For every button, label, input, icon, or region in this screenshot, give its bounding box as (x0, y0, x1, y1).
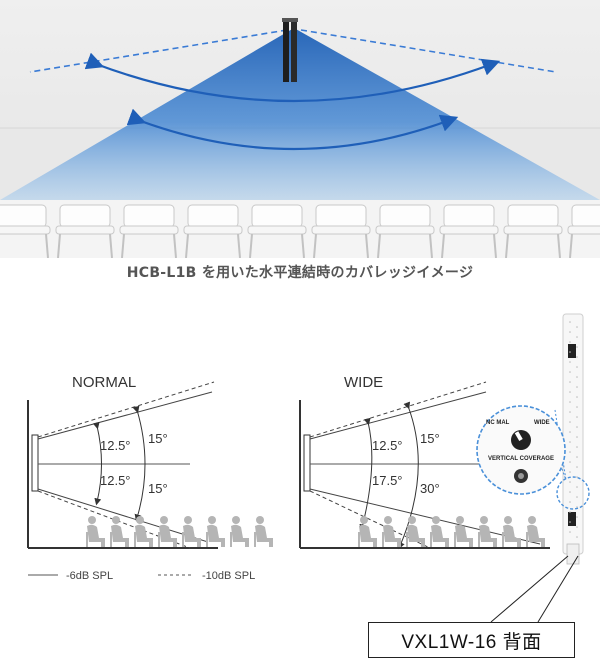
wide-title: WIDE (344, 374, 383, 391)
speaker-columns (282, 18, 298, 82)
audience-silhouettes-normal (86, 516, 273, 547)
switch-label-coverage: VERTICAL COVERAGE (488, 456, 554, 462)
chair (247, 204, 307, 258)
coverage-arc-lower (126, 108, 459, 151)
audience-person (230, 516, 249, 547)
audience-person (110, 516, 129, 547)
vertical-coverage-diagrams: NORMAL 12.5° 15° 12.5° 15° WIDE (27, 313, 590, 623)
normal-inner-upper-angle: 12.5° (100, 438, 131, 453)
model-leader-2 (537, 555, 579, 623)
audience-chairs (0, 204, 600, 258)
legend-solid-label: -6dB SPL (66, 570, 113, 582)
audience-person (430, 516, 449, 547)
audience-person (206, 516, 225, 547)
chair (119, 204, 179, 258)
normal-title: NORMAL (72, 374, 136, 391)
model-label: VXL1W-16 背面 (368, 622, 575, 658)
beam-dashed-right (300, 29, 557, 73)
wide-outer-upper-angle: 15° (420, 431, 440, 446)
audience-person (382, 516, 401, 547)
switch-label-normal: NC MAL (486, 420, 510, 426)
horizontal-coverage-illustration (0, 0, 600, 258)
legend: -6dB SPL -10dB SPL (28, 570, 255, 582)
wide-outer-lower-angle: 30° (420, 481, 440, 496)
chair (183, 204, 243, 258)
audience-silhouettes-wide (358, 516, 545, 547)
chair (55, 204, 115, 258)
switch-label-wide: WIDE (534, 420, 550, 426)
audience-person (86, 516, 105, 547)
wide-inner-lower-angle: 17.5° (372, 473, 403, 488)
coverage-caption: HCB-L1B を用いた水平連結時のカバレッジイメージ (126, 265, 474, 281)
normal-outer-upper-angle: 15° (148, 431, 168, 446)
audience-person (478, 516, 497, 547)
audience-person (134, 516, 153, 547)
normal-diagram: NORMAL 12.5° 15° 12.5° 15° (27, 374, 273, 549)
audience-person (158, 516, 177, 547)
normal-outer-lower-angle: 15° (148, 481, 168, 496)
audience-person (454, 516, 473, 547)
audience-person (358, 516, 377, 547)
audience-person (406, 516, 425, 547)
speaker-back-panel (562, 313, 584, 565)
normal-inner-lower-angle: 12.5° (100, 473, 131, 488)
chair (567, 204, 600, 258)
chair (0, 204, 51, 258)
chair (439, 204, 499, 258)
legend-dashed-label: -10dB SPL (202, 570, 255, 582)
audience-person (526, 516, 545, 547)
audience-person (502, 516, 521, 547)
coverage-arc-upper (84, 52, 501, 103)
chair (311, 204, 371, 258)
beam-dashed-left (29, 29, 288, 73)
audience-person (182, 516, 201, 547)
audience-person (254, 516, 273, 547)
wide-inner-upper-angle: 12.5° (372, 438, 403, 453)
model-leader-1 (490, 555, 569, 623)
wide-diagram: WIDE 12.5° 15° 17.5° 30° (299, 374, 550, 550)
chair (503, 204, 563, 258)
chair (375, 204, 435, 258)
switch-zoom-callout: NC MAL WIDE VERTICAL COVERAGE (476, 405, 590, 510)
